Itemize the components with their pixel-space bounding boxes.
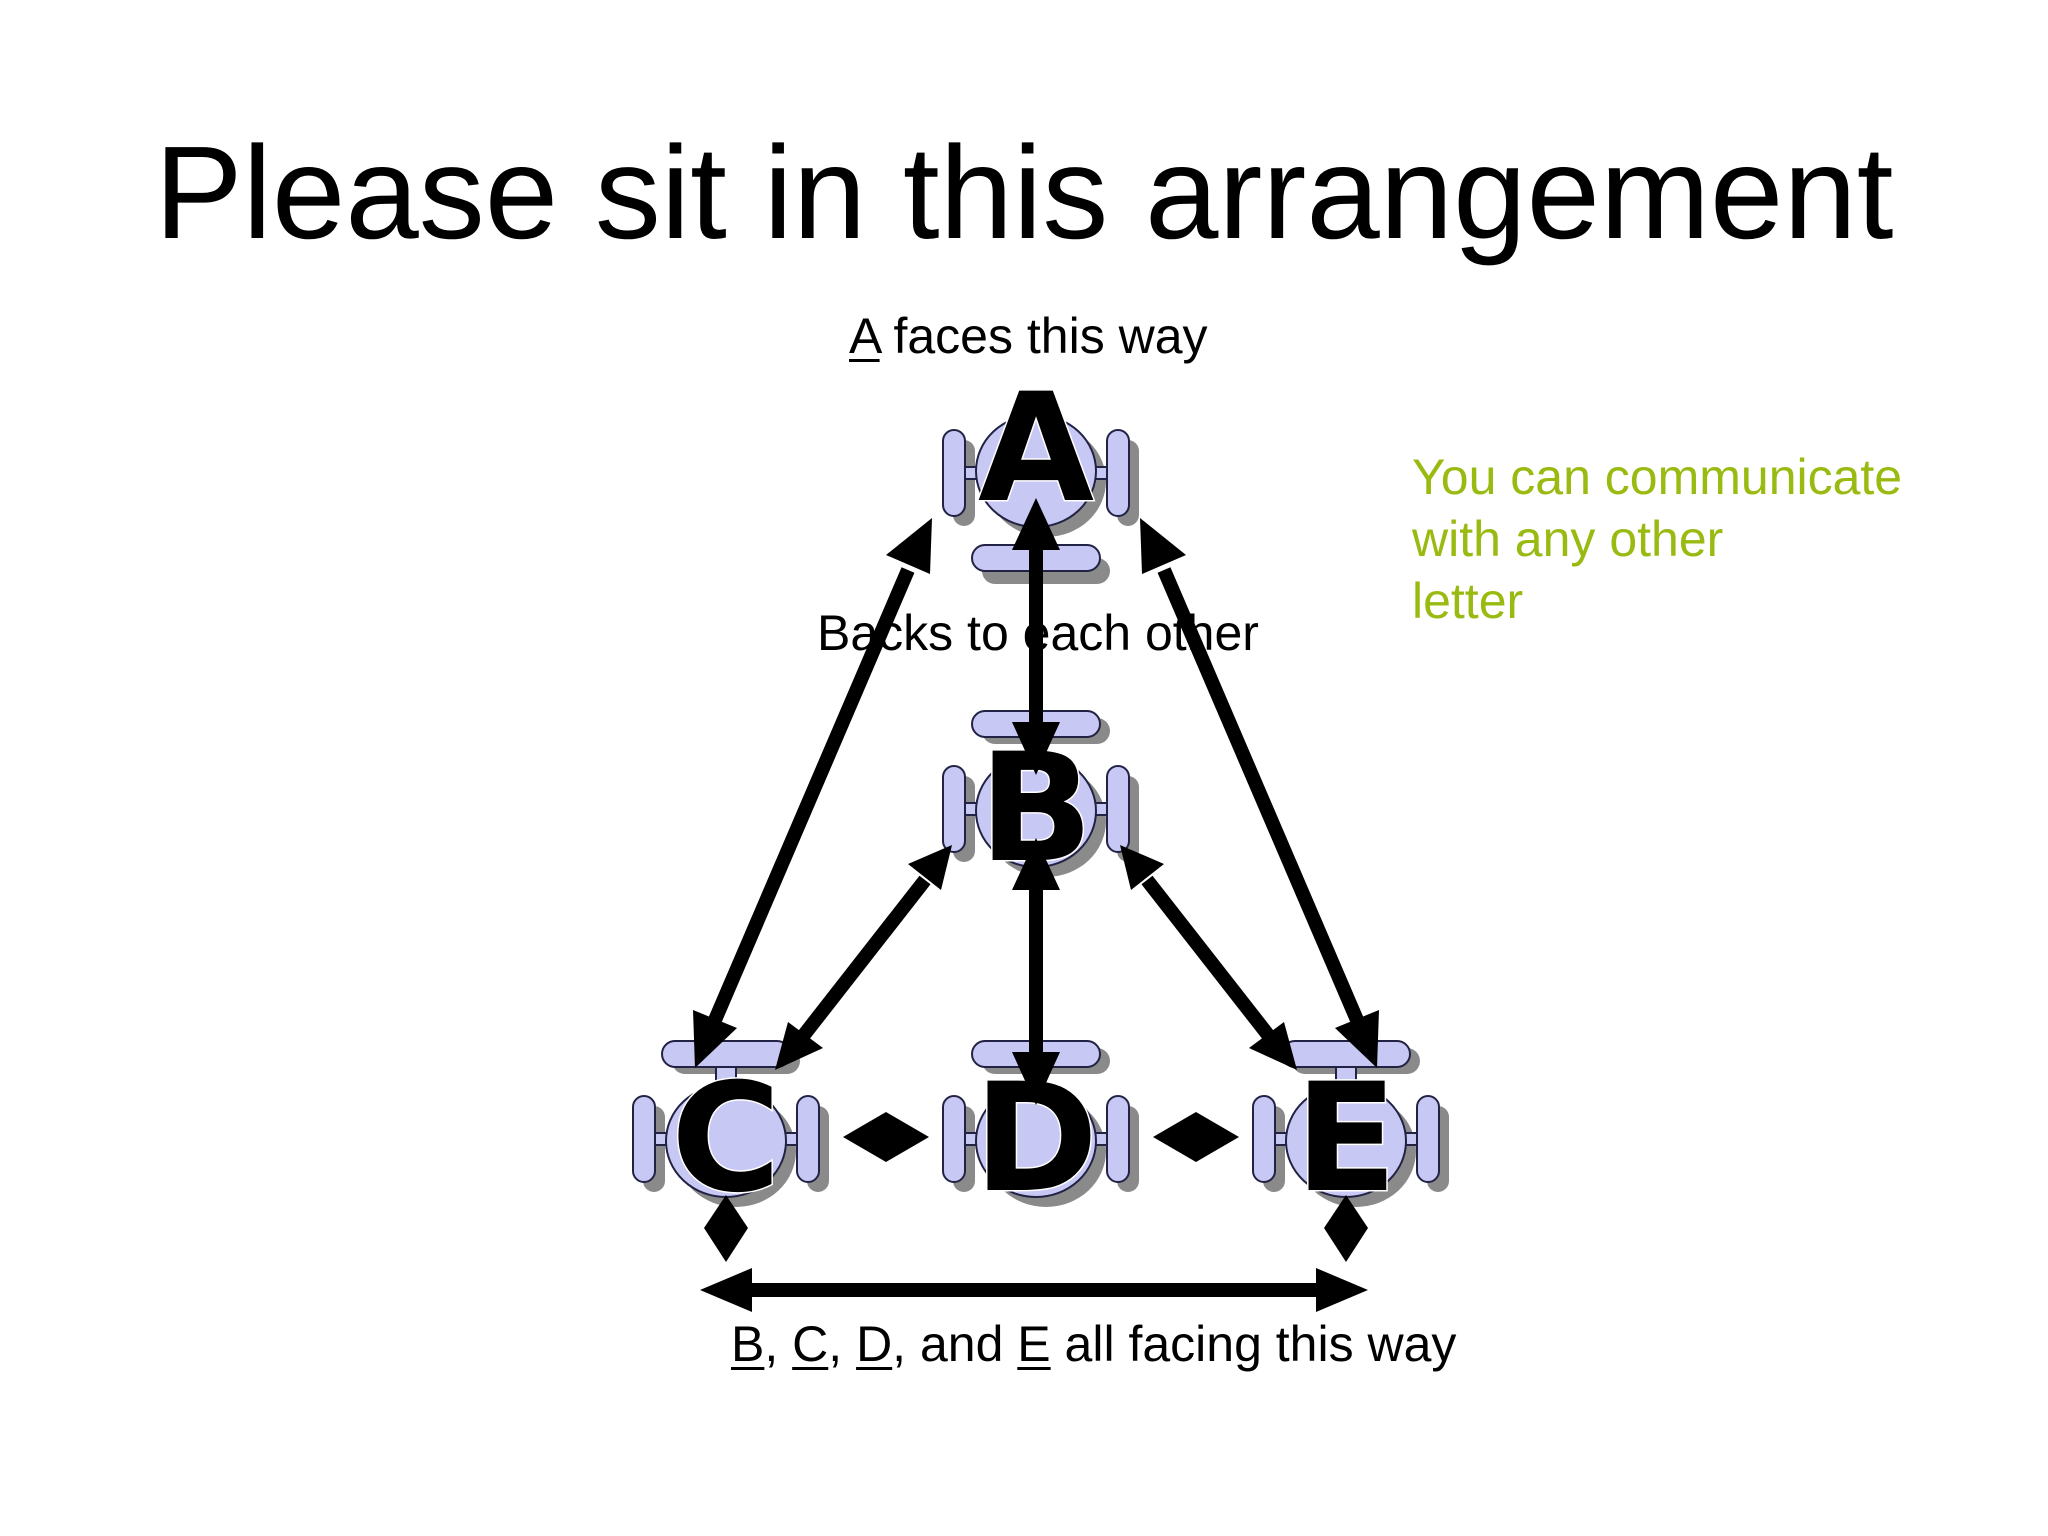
arrow-a-c [693, 518, 932, 1068]
note-line: You can communicate [1412, 449, 1903, 505]
seat-letter-a: A [978, 362, 1094, 536]
label-sep: , [764, 1316, 793, 1372]
seat-letter-c: C [671, 1052, 781, 1226]
arrow-b-c [775, 845, 952, 1070]
label-a-faces: A faces this way [849, 307, 1208, 365]
note-line: letter [1412, 573, 1524, 629]
label-bottom-rest: all facing this way [1050, 1316, 1457, 1372]
arrow-c-e [700, 1195, 1368, 1312]
label-sep: , and [892, 1316, 1018, 1372]
label-b-letter: B [731, 1316, 765, 1372]
communication-note: You can communicate with any other lette… [1412, 446, 1972, 632]
label-a-rest: faces this way [879, 308, 1208, 364]
label-c-letter: C [792, 1316, 829, 1372]
label-e-letter: E [1017, 1316, 1051, 1372]
arrow-a-b [1012, 498, 1060, 775]
label-bcde-facing: B, C, D, and E all facing this way [731, 1315, 1456, 1373]
arrow-a-e [1140, 518, 1379, 1068]
label-d-letter: D [856, 1316, 893, 1372]
label-a-letter: A [849, 308, 880, 364]
label-backs-to-each-other: Backs to each other [817, 605, 1259, 661]
note-line: with any other [1412, 511, 1724, 567]
arrow-b-e [1120, 845, 1297, 1070]
arrow-d-e [1153, 1112, 1239, 1162]
arrow-b-d [1012, 838, 1060, 1105]
arrow-c-d [843, 1112, 929, 1162]
seat-letter-d: D [974, 1052, 1099, 1226]
label-sep: , [828, 1316, 857, 1372]
slide-title: Please sit in this arrangement [154, 119, 1894, 266]
